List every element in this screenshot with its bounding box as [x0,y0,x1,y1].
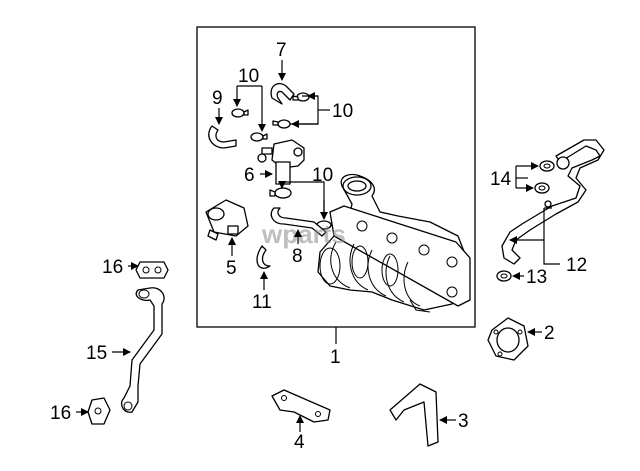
callout-16-lower: 16 [50,403,71,424]
oil-line-part-12 [501,139,605,265]
turbocharger-drawing [317,173,471,313]
clamps-part-10-upper-left [231,108,268,142]
leader-lines [76,60,560,432]
callout-12: 12 [566,255,587,276]
callout-16-upper: 16 [102,257,123,278]
clamps-part-10-upper-right [272,92,310,129]
actuator-part-5 [205,199,249,241]
solenoid-valve-part-6 [257,139,305,185]
hose-part-8 [270,207,327,237]
washer-part-13 [496,270,512,282]
bracket-part-4 [271,389,331,423]
callout-5: 5 [226,258,237,279]
callout-13: 13 [526,267,547,288]
callout-8: 8 [292,246,303,267]
callout-4: 4 [294,432,305,453]
gasket-part-16-upper [135,261,169,279]
callout-3: 3 [458,411,469,432]
callout-2: 2 [544,323,555,344]
bracket-part-3 [389,383,439,447]
callout-9: 9 [212,88,223,109]
pipe-part-11 [256,245,271,269]
hose-part-9 [208,125,237,149]
callout-1: 1 [330,347,341,368]
callout-10-upper-left: 10 [238,66,259,87]
callout-11: 11 [252,292,272,313]
hose-part-7 [270,83,295,105]
watermark: wparts [261,219,346,249]
pipe-part-15 [120,287,165,413]
gasket-part-16-lower [87,397,111,425]
washers-part-14 [534,160,555,194]
callout-labels: 1 2 3 4 5 6 7 8 9 10 10 10 11 12 13 14 1… [50,40,587,453]
gasket-part-2 [487,317,529,361]
callout-6: 6 [244,165,255,186]
callout-10-upper-right: 10 [332,101,353,122]
callout-10-lower: 10 [312,165,333,186]
callout-15: 15 [86,343,107,364]
callout-7: 7 [276,40,287,61]
callout-14: 14 [490,169,512,190]
